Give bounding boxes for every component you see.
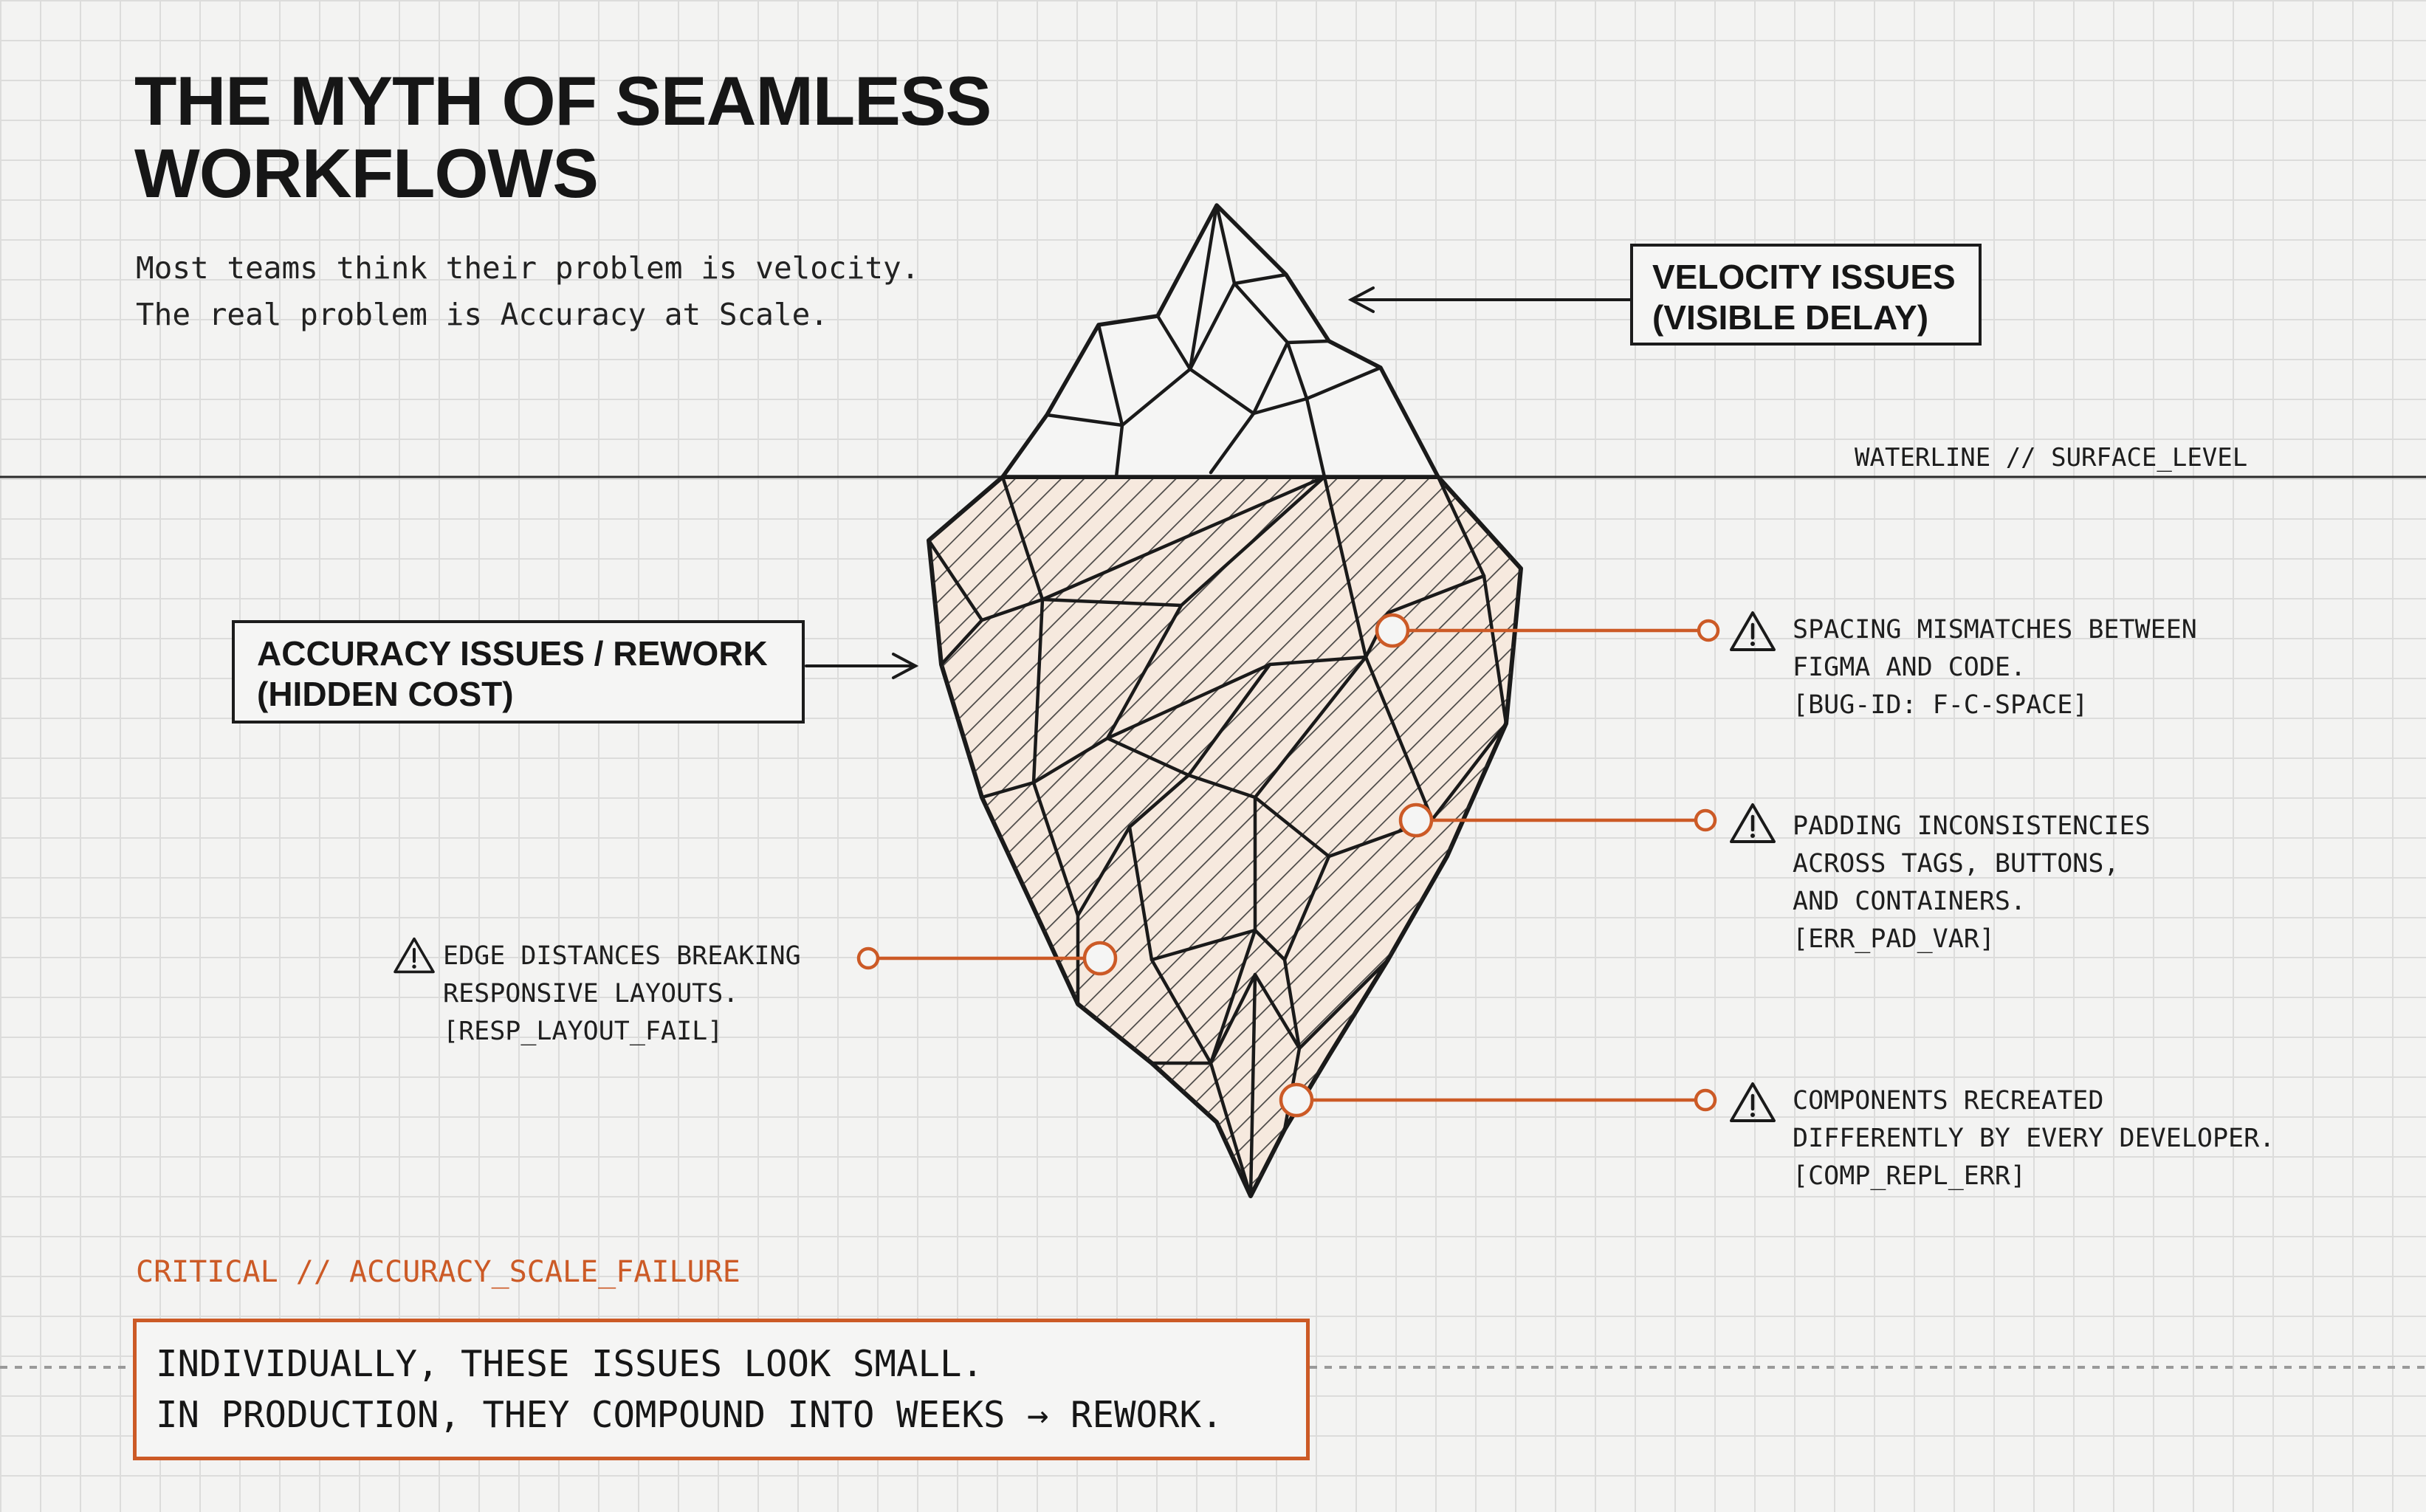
callout-line: ACROSS TAGS, BUTTONS,: [1793, 849, 2120, 879]
accuracy-box-line-1: ACCURACY ISSUES / REWORK: [257, 634, 768, 673]
page-title-line-2: WORKFLOWS: [134, 134, 599, 212]
page-title-line-1: THE MYTH OF SEAMLESS: [134, 62, 992, 140]
callout-line: [RESP_LAYOUT_FAIL]: [443, 1017, 724, 1046]
subtitle-line-1: Most teams think their problem is veloci…: [136, 250, 920, 286]
callout-line: COMPONENTS RECREATED: [1793, 1086, 2104, 1116]
callout-line: SPACING MISMATCHES BETWEEN: [1793, 615, 2197, 645]
callout-line: AND CONTAINERS.: [1793, 887, 2027, 916]
critical-label: CRITICAL // ACCURACY_SCALE_FAILURE: [136, 1255, 740, 1289]
conclusion-box: INDIVIDUALLY, THESE ISSUES LOOK SMALL. I…: [133, 1319, 1310, 1460]
callout-line: PADDING INCONSISTENCIES: [1793, 811, 2151, 841]
accuracy-box-line-2: (HIDDEN COST): [257, 675, 514, 713]
iceberg-tip: [1000, 203, 1440, 479]
callout-line: [ERR_PAD_VAR]: [1793, 924, 1995, 954]
page-subtitle: Most teams think their problem is veloci…: [136, 245, 919, 338]
velocity-issues-box: VELOCITY ISSUES (VISIBLE DELAY): [1630, 244, 1982, 346]
callout-padding-inconsistencies: PADDING INCONSISTENCIES ACROSS TAGS, BUT…: [1793, 808, 2151, 958]
callout-line: EDGE DISTANCES BREAKING: [443, 941, 801, 971]
accuracy-issues-box: ACCURACY ISSUES / REWORK (HIDDEN COST): [232, 620, 805, 724]
warning-triangle-icon: [1730, 1082, 1776, 1122]
callout-components-recreated: COMPONENTS RECREATED DIFFERENTLY BY EVER…: [1793, 1082, 2275, 1195]
conclusion-line-1: INDIVIDUALLY, THESE ISSUES LOOK SMALL.: [156, 1343, 984, 1385]
callout-leaders: [856, 613, 1720, 1118]
velocity-box-line-2: (VISIBLE DELAY): [1652, 298, 1929, 337]
callout-line: DIFFERENTLY BY EVERY DEVELOPER.: [1793, 1124, 2275, 1153]
callout-line: RESPONSIVE LAYOUTS.: [443, 979, 739, 1008]
callout-line: [COMP_REPL_ERR]: [1793, 1161, 2027, 1191]
callout-spacing-mismatches: SPACING MISMATCHES BETWEEN FIGMA AND COD…: [1793, 611, 2197, 724]
subtitle-line-2: The real problem is Accuracy at Scale.: [136, 297, 828, 332]
warning-triangle-icon: [394, 937, 435, 974]
warning-triangle-icon: [1730, 803, 1776, 843]
page-title: THE MYTH OF SEAMLESS WORKFLOWS: [134, 62, 992, 212]
velocity-box-line-1: VELOCITY ISSUES: [1652, 258, 1956, 296]
callout-edge-distances: EDGE DISTANCES BREAKING RESPONSIVE LAYOU…: [443, 938, 801, 1051]
iceberg-underwater: [927, 475, 1523, 1198]
arrow-icon: [805, 286, 1632, 679]
waterline-label: WATERLINE // SURFACE_LEVEL: [1855, 443, 2248, 472]
callout-line: FIGMA AND CODE.: [1793, 653, 2027, 682]
conclusion-line-2: IN PRODUCTION, THEY COMPOUND INTO WEEKS …: [156, 1394, 1223, 1436]
callout-line: [BUG-ID: F-C-SPACE]: [1793, 690, 2089, 720]
warning-triangle-icon: [1730, 611, 1776, 651]
